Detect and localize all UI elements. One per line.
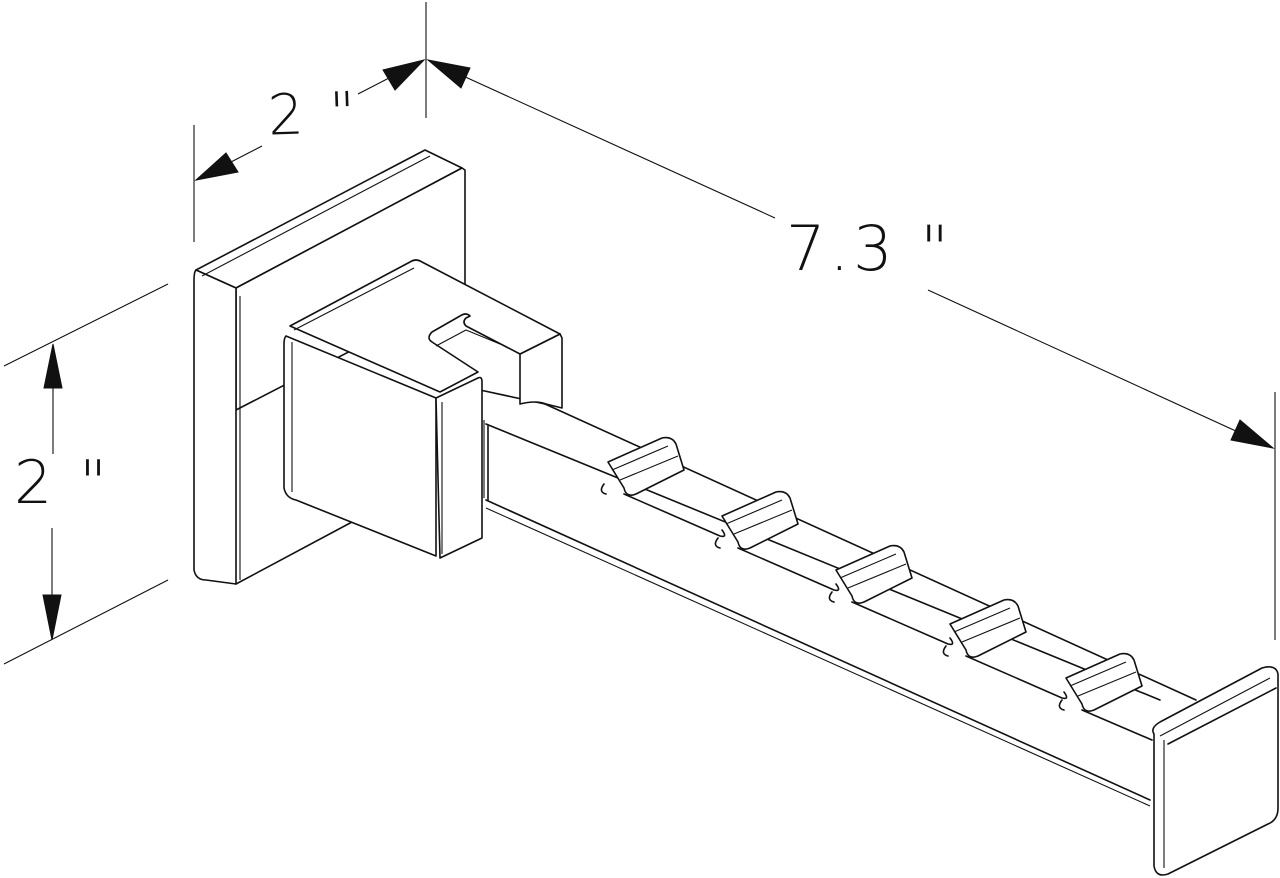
rod-notch-2 — [714, 490, 840, 592]
dimension-line-lower — [927, 289, 1274, 449]
dimension-line-upper — [427, 59, 776, 219]
collar-block — [283, 259, 563, 559]
arrowhead-end-icon — [1230, 419, 1275, 449]
arrowhead-start-icon — [426, 59, 471, 89]
plate-height-label: 2 " — [14, 448, 111, 518]
arrowhead-right-icon — [382, 59, 426, 91]
extension-line-bottom — [3, 579, 169, 665]
dimension-projection-length — [426, 59, 1276, 640]
rod-notch-4 — [942, 598, 1068, 700]
arrowhead-down-icon — [42, 594, 62, 641]
bracket-arm — [479, 389, 1197, 807]
rod-notch-3 — [828, 544, 954, 646]
dimension-plate-height — [3, 283, 169, 665]
arrowhead-left-icon — [194, 152, 239, 181]
arrowhead-up-icon — [43, 343, 63, 389]
projection-length-label: 7.3 " — [786, 212, 953, 285]
plate-width-label: 2 " — [266, 80, 361, 149]
end-cap — [1152, 666, 1279, 876]
rod-notch-1 — [600, 436, 726, 538]
dimension-plate-width — [193, 2, 427, 242]
rod-notch-5 — [1058, 652, 1153, 741]
extension-line-top — [3, 283, 169, 367]
